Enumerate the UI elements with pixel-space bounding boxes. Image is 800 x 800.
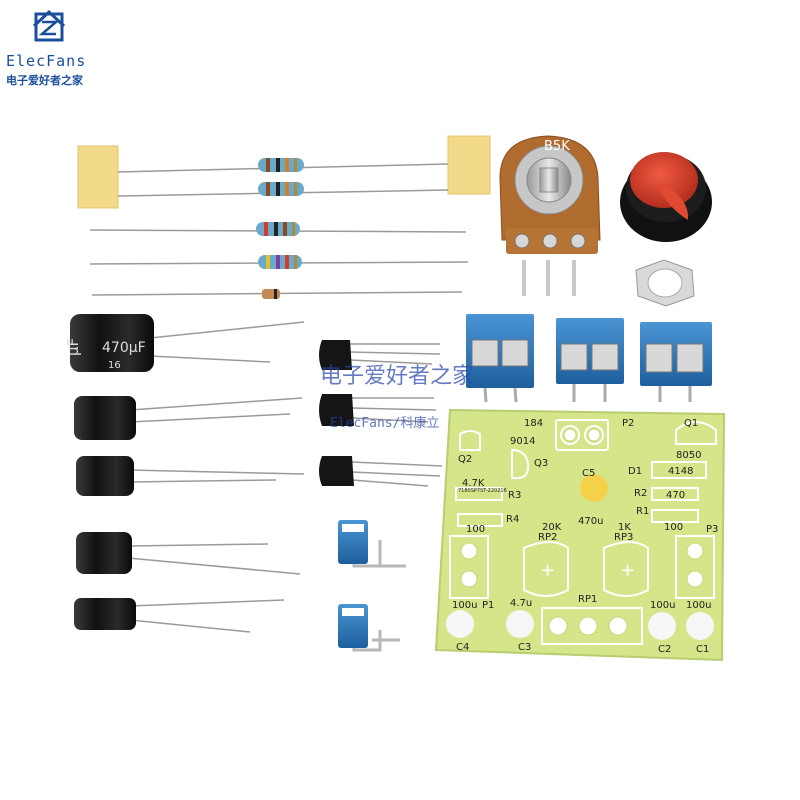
brand-subtitle: 电子爱好者之家 xyxy=(6,74,83,87)
pcb-label-c3: C3 xyxy=(518,642,531,653)
knob xyxy=(620,152,712,242)
transistor-3 xyxy=(319,456,443,487)
svg-text:16: 16 xyxy=(108,360,121,371)
pcb-label-c1: C1 xyxy=(696,644,709,655)
pcb-label-100b: 100 xyxy=(664,522,683,533)
pcb-label-r1: R1 xyxy=(636,506,649,517)
pcb-label-c4: C4 xyxy=(456,642,469,653)
pcb-label-20k: 20K xyxy=(542,522,562,533)
pcb-label-8050: 8050 xyxy=(676,450,701,461)
watermark-cn: 电子爱好者之家 xyxy=(320,364,475,389)
pcb-label-1k: 1K xyxy=(618,522,631,533)
pcb-label-p1: P1 xyxy=(482,600,494,611)
potentiometer: B5K xyxy=(499,135,601,296)
svg-text:+: + xyxy=(620,560,635,581)
pcb-label-rp3: RP3 xyxy=(614,532,633,543)
capacitor-3 xyxy=(76,456,305,496)
pcb-label-q2: Q2 xyxy=(458,454,472,465)
pcb-label-9014: 9014 xyxy=(510,436,535,447)
pcb-serial: 7180SP7ST-220216 xyxy=(458,488,507,494)
capacitor-4 xyxy=(76,532,301,575)
pcb-label-p2: P2 xyxy=(622,418,634,429)
transistor-1 xyxy=(319,340,441,370)
pcb-label-p3: P3 xyxy=(706,524,718,535)
resistor-1 xyxy=(258,158,304,172)
diode xyxy=(91,289,463,299)
pcb-label-184: 184 xyxy=(524,418,543,429)
pcb-label-rp1: RP1 xyxy=(578,594,597,605)
pot-label: B5K xyxy=(544,139,570,154)
cap-value: 470µF xyxy=(102,340,146,356)
pcb-label-c2: C2 xyxy=(658,644,671,655)
pcb-label-c5: C5 xyxy=(582,468,595,479)
elecfans-logo-icon xyxy=(32,9,66,42)
screw-terminal-3 xyxy=(640,322,712,402)
pcb-label-q3: Q3 xyxy=(534,458,548,469)
pcb-label-d1: D1 xyxy=(628,466,642,477)
capacitor-470uf: µF 470µF 16 xyxy=(64,314,305,372)
pcb-label-4.7u: 4.7u xyxy=(510,598,532,609)
screw-terminal-2 xyxy=(556,318,624,402)
trimmer-1 xyxy=(338,520,406,568)
pcb-label-r2: R2 xyxy=(634,488,647,499)
pcb-label-100u-b: 100u xyxy=(650,600,675,611)
hex-nut xyxy=(635,259,695,307)
svg-text:µF: µF xyxy=(64,338,82,356)
resistor-2 xyxy=(258,182,304,196)
resistor-tape-strip xyxy=(77,135,491,209)
capacitor-2 xyxy=(74,396,303,440)
pcb-label-470: 470 xyxy=(666,490,685,501)
pcb-board: + + 184 P2 Q1 9014 Q2 Q3 8050 C5 D1 4148… xyxy=(434,408,726,662)
screw-terminal-1 xyxy=(466,314,534,403)
pcb-label-100u-a: 100u xyxy=(452,600,477,611)
pcb-label-4.7k: 4.7K xyxy=(462,478,485,489)
pcb-label-rp2: RP2 xyxy=(538,532,557,543)
pcb-label-r4: R4 xyxy=(506,514,519,525)
capacitor-5 xyxy=(74,598,285,633)
pcb-label-100a: 100 xyxy=(466,524,485,535)
watermark-en: ElecFans/科康立 xyxy=(330,416,440,431)
pcb-label-q1: Q1 xyxy=(684,418,698,429)
transistor-2 xyxy=(319,394,437,426)
pcb-label-470u: 470u xyxy=(578,516,603,527)
pcb-label-100u-c: 100u xyxy=(686,600,711,611)
pcb-label-4148: 4148 xyxy=(668,466,693,477)
resistor-3 xyxy=(89,222,467,236)
brand-name: ElecFans xyxy=(6,52,87,70)
trimmer-2 xyxy=(338,604,400,652)
resistor-4 xyxy=(89,255,469,269)
pcb-label-r3: R3 xyxy=(508,490,521,501)
svg-text:+: + xyxy=(540,560,555,581)
